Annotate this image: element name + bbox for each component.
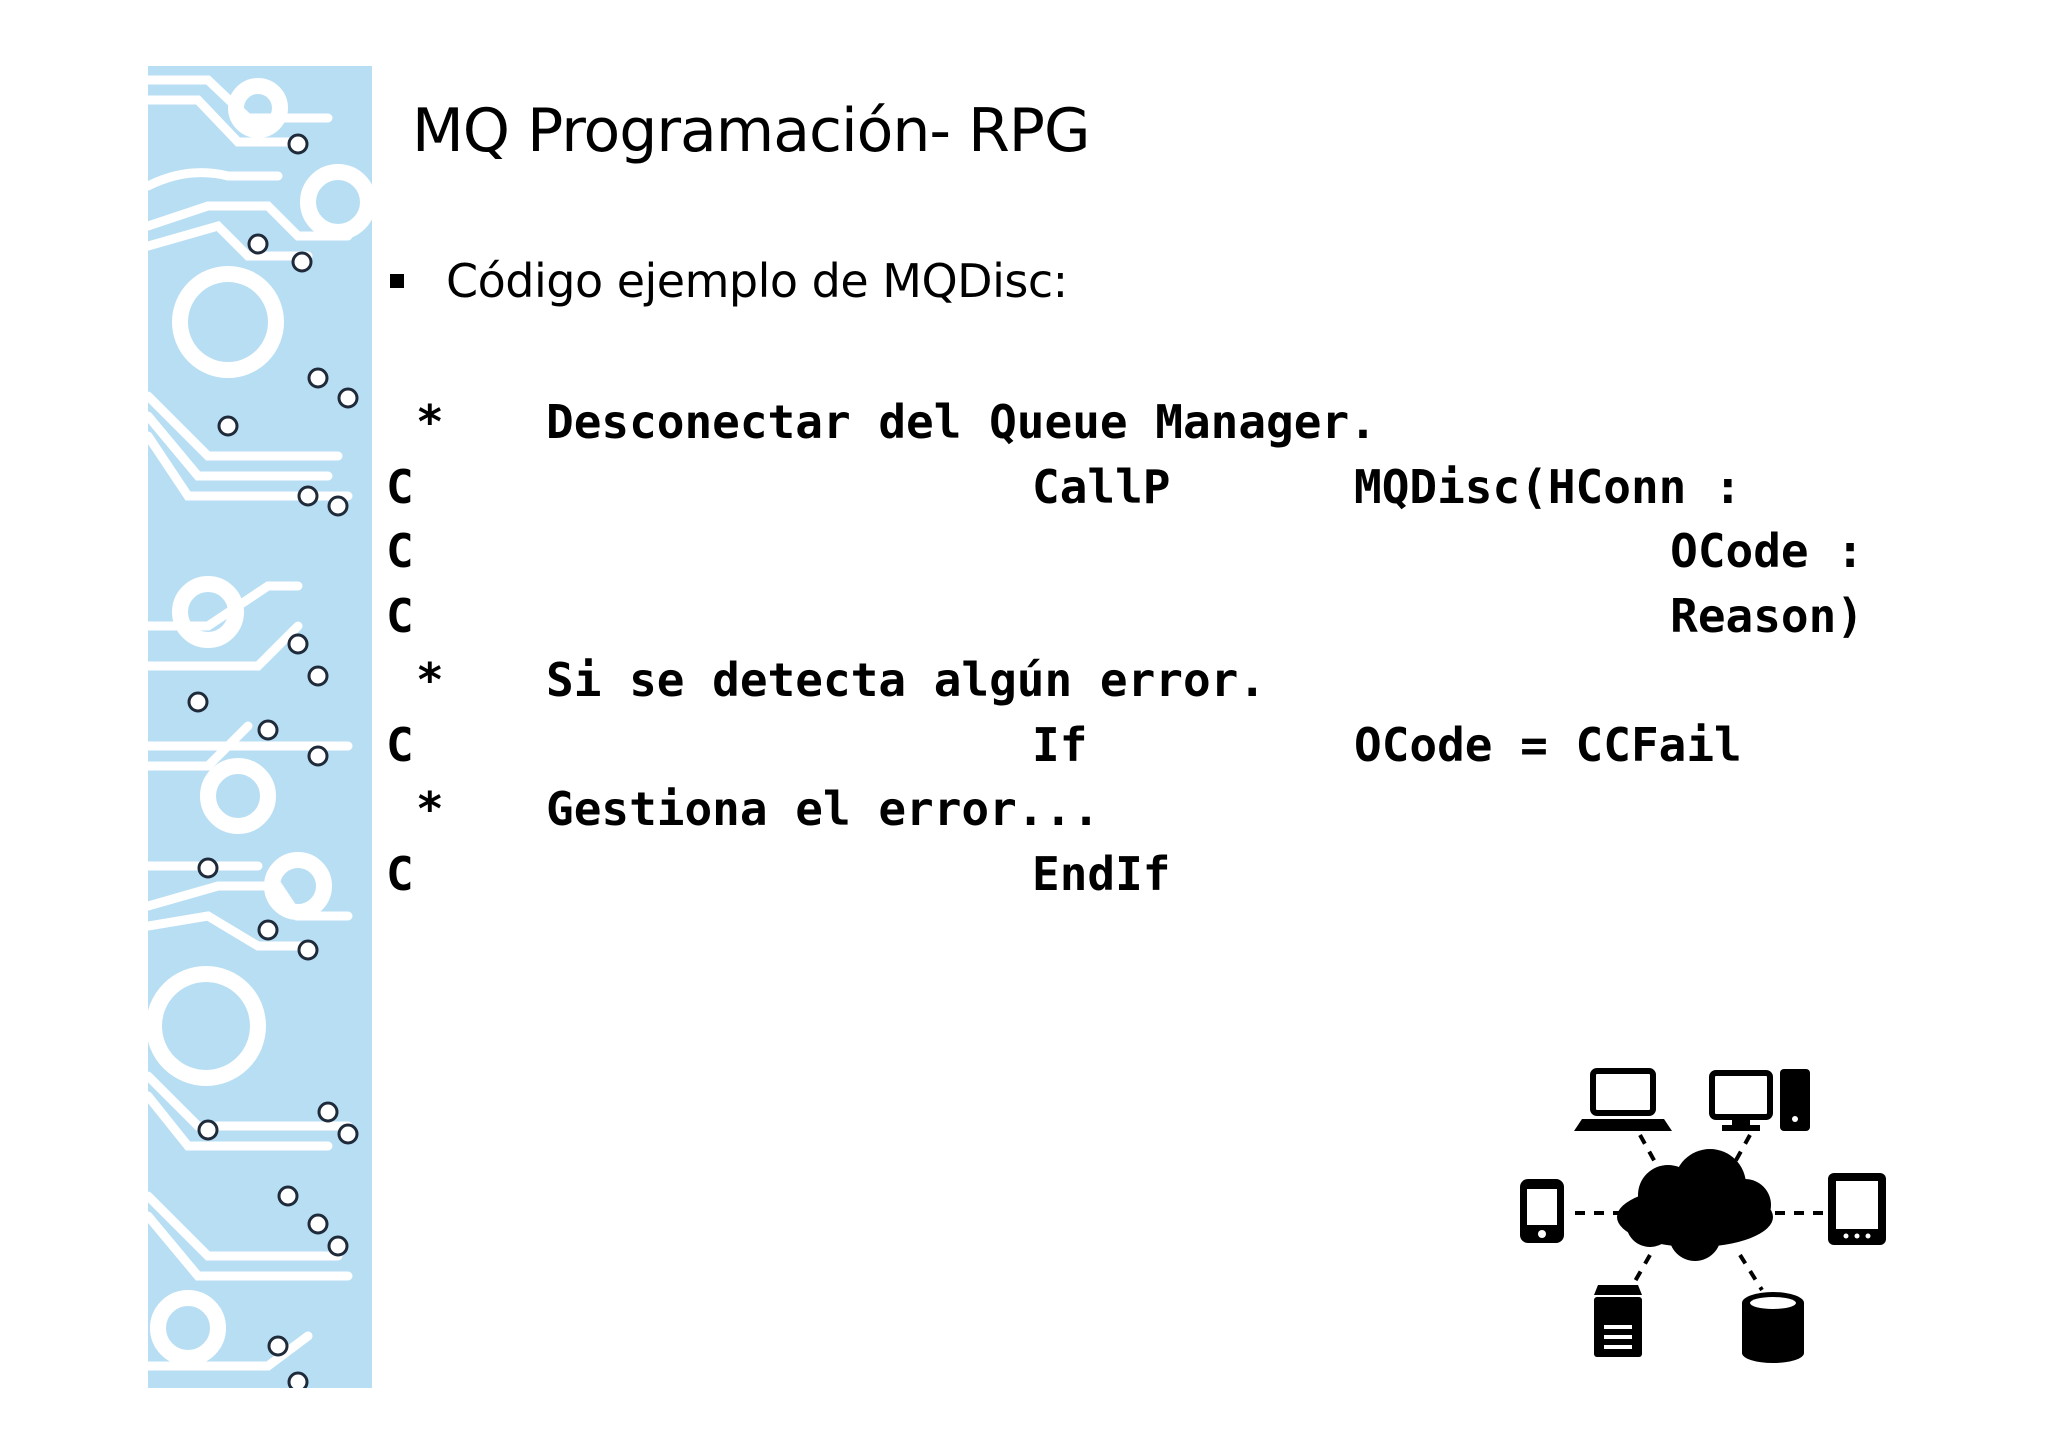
slide-title: MQ Programación- RPG: [412, 96, 1090, 166]
desktop-icon: [1709, 1069, 1810, 1131]
code-spec: C: [386, 524, 414, 578]
laptop-icon: [1574, 1068, 1672, 1131]
code-comment: Desconectar del Queue Manager.: [546, 395, 1377, 449]
code-spec: C: [386, 588, 414, 643]
code-comment-marker: *: [416, 395, 444, 449]
circuit-side-band: [148, 66, 372, 1388]
database-icon: [1742, 1292, 1804, 1363]
cloud-icon: [1617, 1149, 1773, 1261]
code-opcode: CallP: [1032, 459, 1171, 514]
code-spec: C: [386, 717, 414, 772]
phone-icon: [1520, 1179, 1564, 1243]
code-comment: Gestiona el error...: [546, 782, 1100, 836]
code-argument: MQDisc(HConn :: [1354, 459, 1742, 514]
code-block: * Desconectar del Queue Manager. C CallP…: [386, 390, 1866, 906]
tablet-icon: [1828, 1173, 1886, 1245]
bullet-square-icon: [390, 274, 404, 288]
code-argument: OCode = CCFail: [1354, 717, 1742, 772]
code-line: * Gestiona el error...: [386, 777, 1866, 842]
bullet-text: Código ejemplo de MQDisc:: [446, 254, 1068, 308]
cloud-network-icon: [1500, 1045, 1900, 1365]
code-line: C OCode :: [386, 519, 1866, 584]
code-argument: Reason): [1670, 588, 1864, 643]
code-spec: C: [386, 459, 414, 514]
bullet-item: Código ejemplo de MQDisc:: [390, 254, 1068, 308]
code-argument: OCode :: [1670, 524, 1864, 578]
code-line: C CallP MQDisc(HConn :: [386, 455, 1866, 520]
code-line: C Reason): [386, 584, 1866, 649]
code-spec: C: [386, 846, 414, 901]
code-comment: Si se detecta algún error.: [546, 653, 1267, 707]
code-comment-marker: *: [416, 782, 444, 836]
server-icon: [1594, 1285, 1642, 1357]
code-line: * Desconectar del Queue Manager.: [386, 390, 1866, 455]
code-opcode: If: [1032, 717, 1088, 772]
code-line: * Si se detecta algún error.: [386, 648, 1866, 713]
code-opcode: EndIf: [1032, 846, 1171, 901]
code-comment-marker: *: [416, 653, 444, 707]
code-line: C EndIf: [386, 842, 1866, 907]
code-line: C If OCode = CCFail: [386, 713, 1866, 778]
circuit-board-icon: [148, 75, 372, 1388]
